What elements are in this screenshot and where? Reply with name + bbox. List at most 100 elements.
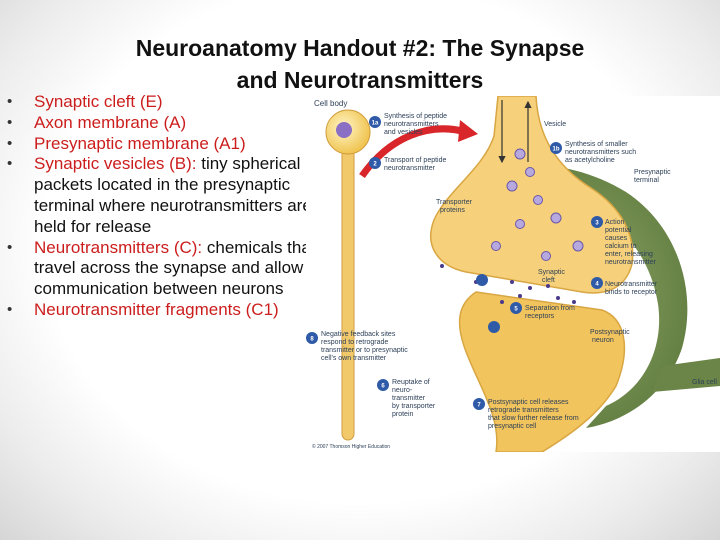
presynaptic-label-line: Presynaptic [634, 169, 671, 176]
bullet-item: •Neurotransmitters (C): chemicals that t… [0, 238, 318, 300]
step-8-text: Negative feedback sites respond to retro… [321, 331, 410, 362]
bullet-dot: • [7, 155, 13, 173]
step-3-text: Action potential causes calcium to enter… [605, 219, 657, 266]
step-5-line: receptors [525, 313, 555, 320]
title-line-2: and Neurotransmitters [236, 67, 484, 93]
step-3-line: neurotransmitter [605, 259, 657, 266]
bullet-dot: • [7, 113, 13, 131]
slide-title: Neuroanatomy Handout #2: The Synapse and… [40, 32, 680, 96]
step-4-line: binds to receptor [605, 289, 658, 296]
cleft-label-line: cleft [542, 277, 555, 284]
step-1a-line: and vesicles [384, 129, 423, 136]
step-7-text: Postsynaptic cell releases retrograde tr… [488, 399, 581, 430]
step-5-text: Separation from receptors [525, 305, 577, 320]
axon [341, 139, 355, 441]
step-6-line: Reuptake of [392, 379, 430, 386]
nucleus [336, 122, 352, 138]
step-6: 6 Reuptake of neuro- transmitter by tran… [377, 274, 488, 418]
postsynaptic-label-line: Postsynaptic [590, 329, 630, 336]
bullet-item: • Neurotransmitter fragments (C1) [0, 300, 318, 321]
bullet-term: Neurotransmitter fragments (C1) [34, 299, 279, 319]
transport-arrowhead [458, 120, 478, 142]
cell-body-label: Cell body [314, 99, 347, 108]
step-3: 3 Action potential causes calcium to ent… [591, 216, 657, 266]
glia-cell-label: Glia cell [692, 379, 717, 386]
step-6-line: transmitter [392, 395, 426, 402]
bullet-item: • Synaptic vesicles (B): tiny spherical p… [0, 154, 318, 237]
step-1b: 1b Synthesis of smaller neurotransmitter… [550, 141, 638, 164]
step-8-line: transmitter or to presynaptic [321, 347, 408, 354]
step-1b-number: 1b [552, 147, 559, 153]
step-4: 4 Neurotransmitter binds to receptor [591, 277, 659, 296]
step-1b-line: neurotransmitters such [565, 149, 636, 156]
step-3-number: 3 [595, 221, 599, 227]
bullet-item: • Synaptic cleft (E) [0, 92, 318, 113]
bullet-term: Axon membrane (A) [34, 112, 187, 132]
step-8-line: respond to retrograde [321, 339, 388, 346]
glia-cell [474, 163, 688, 428]
step-3-line: calcium to [605, 243, 637, 250]
step-7-number: 7 [477, 403, 481, 409]
step-1b-line: Synthesis of smaller [565, 141, 628, 148]
bullet-dot: • [7, 300, 13, 318]
bullet-item: • Axon membrane (A) [0, 113, 318, 134]
step-5: 5 Separation from receptors [510, 302, 577, 320]
step-3-line: causes [605, 235, 628, 242]
bullet-term: Synaptic vesicles (B): [34, 154, 197, 174]
step-1a-number: 1a [372, 121, 379, 127]
bullet-term: Presynaptic membrane (A1) [34, 133, 246, 153]
bullet-dot: • [7, 134, 13, 152]
step-8-line: Negative feedback sites [321, 331, 396, 338]
step-3-line: Action [605, 219, 625, 226]
step-8-line: cell's own transmitter [321, 355, 387, 362]
postsynaptic-label-line: neuron [592, 337, 614, 344]
step-2-line: Transport of peptide [384, 157, 446, 164]
step-2-line: neurotransmitter [384, 165, 436, 172]
presynaptic-label-line: terminal [634, 177, 659, 184]
step-1a: 1a Synthesis of peptide neurotransmitter… [369, 113, 449, 136]
step-1b-line: as acetylcholine [565, 157, 615, 164]
step-4-text: Neurotransmitter binds to receptor [605, 281, 659, 296]
step-6-line: neuro- [392, 387, 413, 394]
step-2: 2 Transport of peptide neurotransmitter [369, 157, 448, 172]
step-6-line: by transporter [392, 403, 436, 410]
title-line-1: Neuroanatomy Handout #2: The Synapse [135, 35, 585, 61]
step-6-text: Reuptake of neuro- transmitter by transp… [392, 379, 437, 418]
step-7-line: retrograde transmitters [488, 407, 559, 414]
transporter-label-line: Transporter [436, 199, 473, 206]
step-2-text: Transport of peptide neurotransmitter [384, 157, 448, 172]
postsynaptic-neuron-label: Postsynaptic neuron [590, 329, 632, 344]
step-8: 8 Negative feedback sites respond to ret… [306, 331, 410, 362]
synaptic-cleft-label: Synaptic cleft [538, 269, 567, 284]
bullet-list: • Synaptic cleft (E) • Axon membrane (A) •… [0, 92, 318, 321]
transporter-label: Transporter proteins [436, 199, 474, 214]
vesicles [491, 148, 584, 261]
bullet-term: Synaptic cleft (E) [34, 92, 163, 111]
step-1a-line: neurotransmitters [384, 121, 439, 128]
step-7-line: that slow further release from [488, 415, 579, 422]
step-4-line: Neurotransmitter [605, 281, 658, 288]
bullet-desc: tiny spherical packets located in the pr… [34, 154, 312, 236]
step-5-line: Separation from [525, 305, 575, 312]
step-6-line: protein [392, 411, 414, 418]
bullet-desc: chemicals that travel across the synapse… [34, 237, 316, 299]
step-7-line: presynaptic cell [488, 423, 537, 430]
step-2-number: 2 [373, 162, 377, 168]
bullet-item: • Presynaptic membrane (A1) [0, 134, 318, 155]
synapse-illustration: Cell body Vesicle Transporter proteins P… [306, 95, 720, 453]
postsynaptic-neuron [458, 291, 626, 453]
step-3-line: enter, releasing [605, 251, 653, 258]
bullet-dot: • [7, 93, 13, 110]
vesicle-label: Vesicle [544, 121, 566, 128]
step-5-number: 5 [514, 307, 518, 313]
step-7-line: Postsynaptic cell releases [488, 399, 569, 406]
cleft-label-line: Synaptic [538, 269, 565, 276]
step-4-number: 4 [595, 282, 599, 288]
step-1b-text: Synthesis of smaller neurotransmitters s… [565, 141, 638, 164]
step-3-line: potential [605, 227, 632, 234]
step-1a-text: Synthesis of peptide neurotransmitters a… [384, 113, 449, 136]
glia-tail [652, 358, 720, 392]
transporter-label-line: proteins [440, 207, 465, 214]
bullet-term: Neurotransmitters (C): [34, 237, 203, 257]
step-1a-line: Synthesis of peptide [384, 113, 447, 120]
